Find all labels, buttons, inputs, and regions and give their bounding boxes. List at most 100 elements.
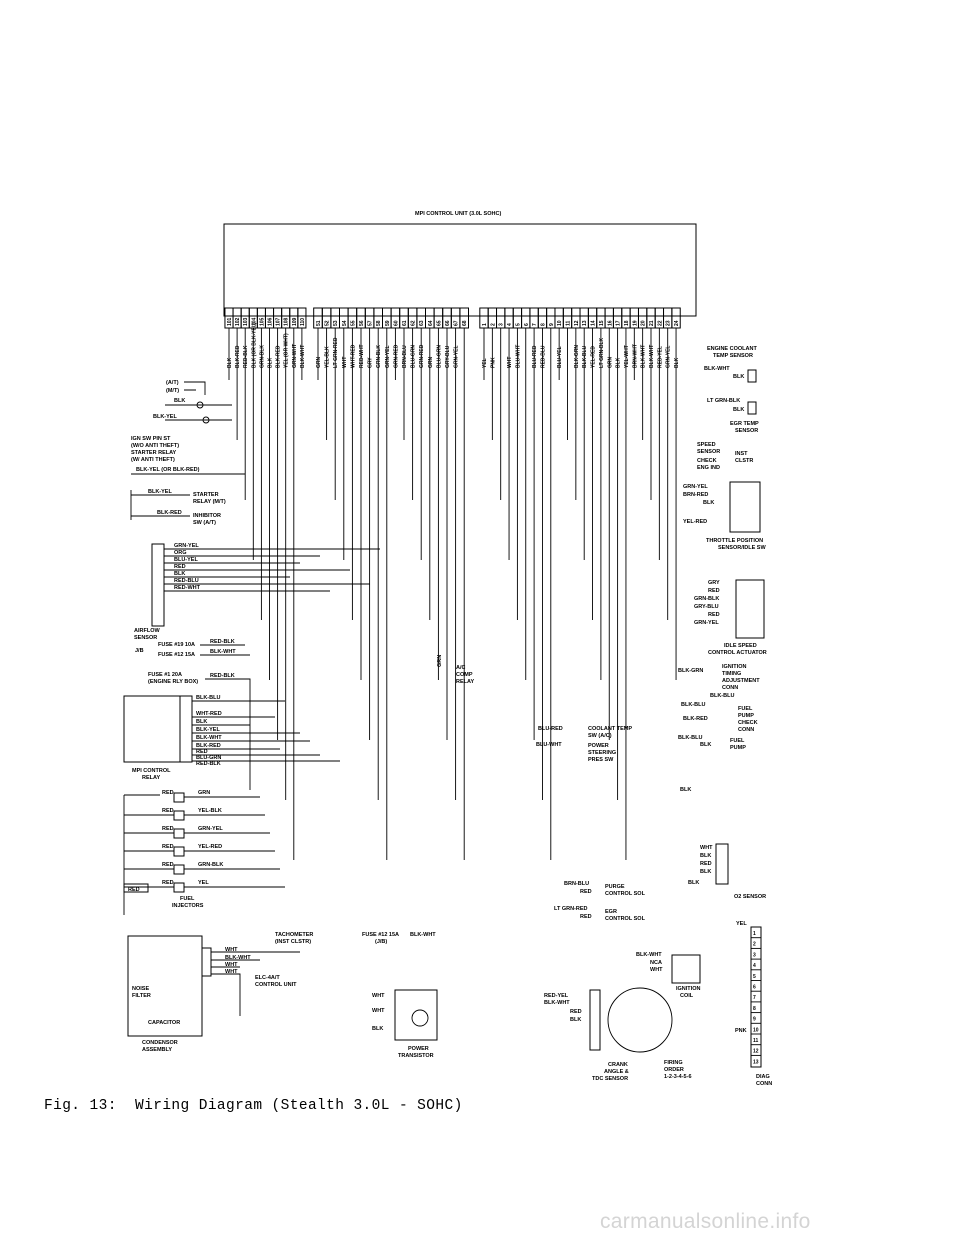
label-relay-wht-red: WHT-RED [196, 711, 222, 717]
label-inj-yel: YEL [198, 880, 209, 886]
label-inj-red-4: RED [162, 844, 174, 850]
label-ac-grn: GRN [437, 655, 443, 667]
label-cond-wht3: WHT [225, 969, 238, 975]
label-noise1: NOISE [132, 986, 149, 992]
label-egr-lt-grn-red: LT GRN-RED [554, 906, 588, 912]
diag-pin-number: 1 [753, 931, 756, 937]
label-inj-red-5: RED [162, 862, 174, 868]
label-check: CHECK [697, 458, 717, 464]
label-airflow2: SENSOR [134, 635, 157, 641]
label-wo-anti: (W/O ANTI THEFT) [131, 443, 179, 449]
ecu-wire-color: BLU-GRN [411, 345, 417, 368]
ecu-wire-color: GRN-YEL [385, 346, 391, 369]
label-inj-grn-blk: GRN-BLK [198, 862, 223, 868]
label-inj-red-3: RED [162, 826, 174, 832]
label-clstr: CLSTR [735, 458, 753, 464]
ecu-wire-color: RED-BLK [243, 345, 249, 368]
label-ps1: POWER [588, 743, 609, 749]
ecu-wire-color: GRN-WHT [292, 344, 298, 368]
label-diag1: DIAG [756, 1074, 770, 1080]
label-relay-red: RED [196, 749, 208, 755]
label-fpc1: FUEL [738, 706, 753, 712]
ecu-wire-color: RED-BLU [540, 345, 546, 368]
label-purge-red: RED [580, 889, 592, 895]
label-noise2: FILTER [132, 993, 151, 999]
ecu-wire-color: YEL-WHT [624, 345, 630, 368]
ecu-pin-number: 104 [251, 317, 257, 326]
label-inj-grn: GRN [198, 790, 210, 796]
label-relay-mt: RELAY (M/T) [193, 499, 226, 505]
label-firing3: 1-2-3-4-5-6 [664, 1074, 692, 1080]
label-o2-blk2: BLK [700, 869, 711, 875]
label-pt-wht2: WHT [372, 1008, 385, 1014]
label-inj-red-1: RED [162, 790, 174, 796]
ecu-wire-color: BLK [616, 357, 622, 368]
label-speed: SPEED [697, 442, 716, 448]
label-blk-yel-b: BLK-YEL [148, 489, 172, 495]
diag-pin-number: 2 [753, 942, 756, 948]
ecu-wire-color: YEL [482, 358, 488, 368]
ecu-pin-number: 8 [540, 323, 546, 326]
label-fuse19: FUSE #19 10A [158, 642, 195, 648]
ecu-wire-color: BLK-BLU [582, 345, 588, 368]
label-red-blk-b: RED-BLK [210, 673, 235, 679]
condensor-box [127, 935, 203, 1037]
label-mpi-relay1: MPI CONTROL [132, 768, 171, 774]
label-fpc-blk-blu2: BLK-BLU [681, 702, 705, 708]
label-ign-timing1: IGNITION [722, 664, 746, 670]
label-crank-blk-wht: BLK-WHT [544, 1000, 570, 1006]
label-crank3: TDC SENSOR [592, 1076, 628, 1082]
fuel-injectors [123, 792, 285, 915]
label-isc1: IDLE SPEED [724, 643, 757, 649]
label-coolant: ENGINE COOLANT [707, 346, 757, 352]
ecu-pin-number: 17 [616, 320, 622, 326]
ecu-wire-color: BLK-WHT [649, 345, 655, 368]
label-airflow-blu-yel: BLU-YEL [174, 557, 198, 563]
label-inst: INST [735, 451, 748, 457]
diag-pin-number: 3 [753, 952, 756, 958]
label-inj-yel-blk: YEL-BLK [198, 808, 222, 814]
label-coil-wht: WHT [650, 967, 663, 973]
ecu-wire-color: BLK-WHT [300, 345, 306, 368]
label-relay-blk: BLK [196, 719, 207, 725]
label-isc-grn-blk: GRN-BLK [694, 596, 719, 602]
label-inj-yel-red: YEL-RED [198, 844, 222, 850]
label-egr-blk: BLK [733, 407, 744, 413]
label-egr2: CONTROL SOL [605, 916, 646, 922]
ecu-pin-number: 12 [574, 320, 580, 326]
diag-pin-number: 7 [753, 995, 756, 1001]
ecu-wire-color: BLU-WHT [515, 345, 521, 368]
label-coolant-blk-wht: BLK-WHT [704, 366, 730, 372]
label-relay-red-blk: RED-BLK [196, 761, 221, 767]
ecu-pin-number: 10 [557, 320, 563, 326]
ecu-box [223, 223, 697, 317]
label-egr-temp: EGR TEMP [730, 421, 759, 427]
label-elc2: CONTROL UNIT [255, 982, 297, 988]
label-ign-sw: IGN SW PIN ST [131, 436, 171, 442]
ecu-pin-number: 1 [482, 323, 488, 326]
ecu-wire-color: BLU-YEL [557, 346, 563, 368]
ecu-pin-number: 53 [333, 320, 339, 326]
ecu-wire-color: GRY [368, 357, 374, 368]
label-inj-red-6: RED [162, 880, 174, 886]
diag-pin-number: 6 [753, 985, 756, 991]
ecu-pin-number: 61 [402, 320, 408, 326]
label-pt2: TRANSISTOR [398, 1053, 434, 1059]
label-ign-timing3: ADJUSTMENT [722, 678, 760, 684]
label-airflow-blk: BLK [174, 571, 185, 577]
ecu-pin-number: 20 [641, 320, 647, 326]
label-isc-gry: GRY [708, 580, 720, 586]
ecu-pin-number: 58 [376, 320, 382, 326]
label-fuse-blk-wht: BLK-WHT [410, 932, 436, 938]
crank-sensor-symbol [607, 987, 673, 1053]
label-ps2: STEERING [588, 750, 616, 756]
ecu-pin-number: 11 [566, 320, 572, 326]
label-relay-blk-blu: BLK-BLU [196, 695, 220, 701]
ecu-wire-color: PNK [490, 357, 496, 368]
label-relay-blk-yel: BLK-YEL [196, 727, 220, 733]
ecu-pin-number: 65 [436, 320, 442, 326]
label-w-anti: (W/ ANTI THEFT) [131, 457, 175, 463]
ecu-wire-color: GRN-RED [393, 344, 399, 368]
label-purge1: PURGE [605, 884, 625, 890]
